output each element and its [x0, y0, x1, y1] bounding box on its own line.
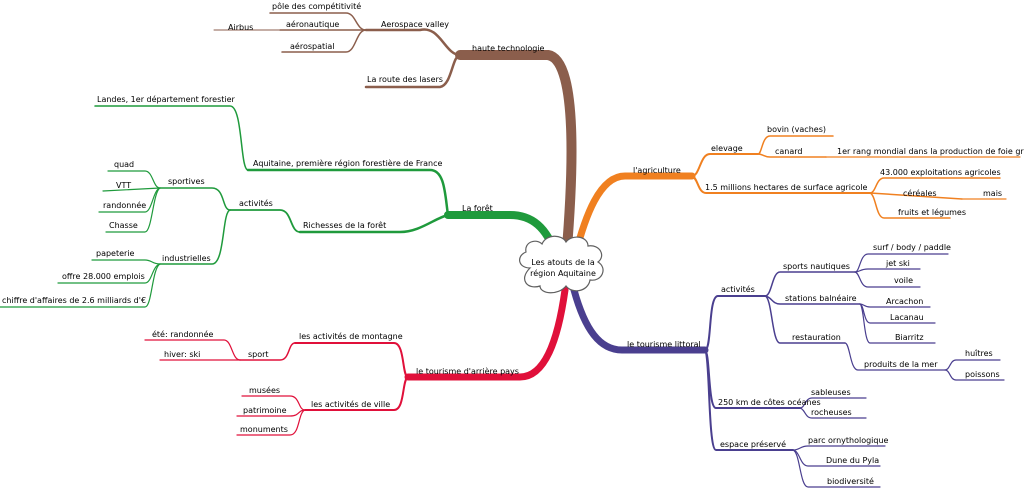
node-bovin: bovin (vaches) [767, 125, 826, 134]
node-agriculture: l'agriculture [633, 166, 681, 175]
central-title-line-2: région Aquitaine [530, 268, 596, 278]
node-sports-nautiques: sports nautiques [783, 262, 850, 271]
branch-haute-technologie [213, 12, 577, 265]
node-restauration: restauration [792, 333, 841, 342]
node-surface-agricole: 1.5 millions hectares de surface agricol… [705, 183, 867, 192]
node-parc-ornythologique: parc ornythologique [808, 436, 889, 445]
node-chiffre-affaires: chiffre d'affaires de 2.6 milliards d'€ [2, 296, 146, 305]
node-espace-preserve: espace préservé [720, 439, 786, 449]
labels-la-foret: La forêt Aquitaine, première région fore… [2, 94, 493, 305]
node-haute-technologie: haute technologie [472, 44, 545, 53]
trunk-littoral [570, 286, 709, 354]
node-cotes-oceanes: 250 km de côtes océanes [718, 397, 821, 407]
trunk-tech [455, 50, 577, 265]
node-vtt: VTT [116, 181, 131, 190]
labels-agriculture: l'agriculture elevage bovin (vaches) can… [633, 125, 1024, 217]
node-foie-gras: 1er rang mondial dans la production de f… [837, 147, 1024, 156]
branch-la-foret [0, 105, 562, 308]
node-tourisme-arriere-pays: le tourisme d'arrière pays [416, 366, 519, 376]
node-produits-mer: produits de la mer [864, 360, 938, 369]
node-pole-competitivite: pôle des compétitivité [272, 1, 361, 11]
node-ete-randonnee: été: randonnée [152, 329, 214, 339]
node-papeterie: papeterie [96, 249, 135, 258]
node-sportives: sportives [168, 177, 205, 186]
node-jet-ski: jet ski [885, 259, 910, 268]
node-mais: mais [983, 189, 1002, 198]
central-node: Les atouts de la région Aquitaine [519, 235, 604, 294]
node-landes: Landes, 1er département forestier [97, 94, 236, 104]
node-aerospace-valley: Aerospace valley [381, 20, 449, 29]
node-industrielles: industrielles [162, 254, 211, 263]
node-activites-montagne: les activités de montagne [299, 331, 403, 341]
node-route-lasers: La route des lasers [367, 75, 443, 84]
cloud-shape [519, 235, 604, 294]
node-aerospatial: aérospatial [290, 41, 334, 51]
labels-tourisme-littoral: le tourisme littoral activités sports na… [627, 243, 1000, 486]
node-hiver-ski: hiver: ski [164, 350, 200, 359]
node-canard: canard [775, 147, 803, 156]
node-tourisme-littoral: le tourisme littoral [627, 340, 701, 349]
node-sableuses: sableuses [811, 388, 851, 397]
node-aeronautique: aéronautique [286, 19, 339, 29]
node-exploitations: 43.000 exploitations agricoles [880, 168, 1001, 177]
node-biarritz: Biarritz [895, 333, 924, 342]
node-richesses: Richesses de la forêt [303, 220, 386, 230]
node-stations-balneaire: stations balnéaire [785, 293, 857, 303]
node-sport: sport [248, 350, 269, 359]
labels-haute-technologie: haute technologie Aerospace valley pôle … [228, 1, 545, 84]
node-surf: surf / body / paddle [873, 243, 951, 252]
labels-tourisme-arriere-pays: le tourisme d'arrière pays les activités… [152, 329, 519, 434]
node-quad: quad [114, 160, 134, 169]
node-randonnee-foret: randonnée [103, 200, 146, 210]
node-poissons: poissons [965, 370, 1000, 379]
node-monuments: monuments [240, 425, 288, 434]
branch-tourisme-littoral [570, 253, 1005, 488]
trunk-arriere [404, 286, 569, 381]
node-rocheuses: rocheuses [811, 408, 852, 417]
node-arcachon: Arcachon [886, 297, 923, 306]
node-airbus: Airbus [228, 23, 253, 32]
node-biodiversite: biodiversité [827, 476, 874, 486]
branch-tourisme-arriere-pays [144, 286, 569, 436]
node-la-foret: La forêt [462, 203, 493, 213]
node-lacanau: Lacanau [890, 313, 924, 322]
central-title-line-1: Les atouts de la [531, 258, 595, 267]
node-patrimoine: patrimoine [243, 406, 287, 415]
node-cereales: céréales [903, 188, 937, 198]
node-huitres: huîtres [965, 349, 993, 358]
node-activites-foret: activités [239, 198, 273, 208]
node-premiere-region: Aquitaine, première région forestière de… [253, 158, 443, 168]
node-activites-ville: les activités de ville [311, 399, 390, 409]
node-musees: musées [249, 385, 280, 395]
node-voile: voile [894, 276, 913, 285]
node-dune-pyla: Dune du Pyla [826, 456, 879, 465]
node-chasse: Chasse [109, 221, 138, 230]
node-emplois: offre 28.000 emplois [62, 272, 145, 281]
node-fruits-legumes: fruits et légumes [898, 207, 966, 217]
node-elevage: elevage [711, 144, 743, 153]
node-activites-littoral: activités [721, 284, 755, 294]
